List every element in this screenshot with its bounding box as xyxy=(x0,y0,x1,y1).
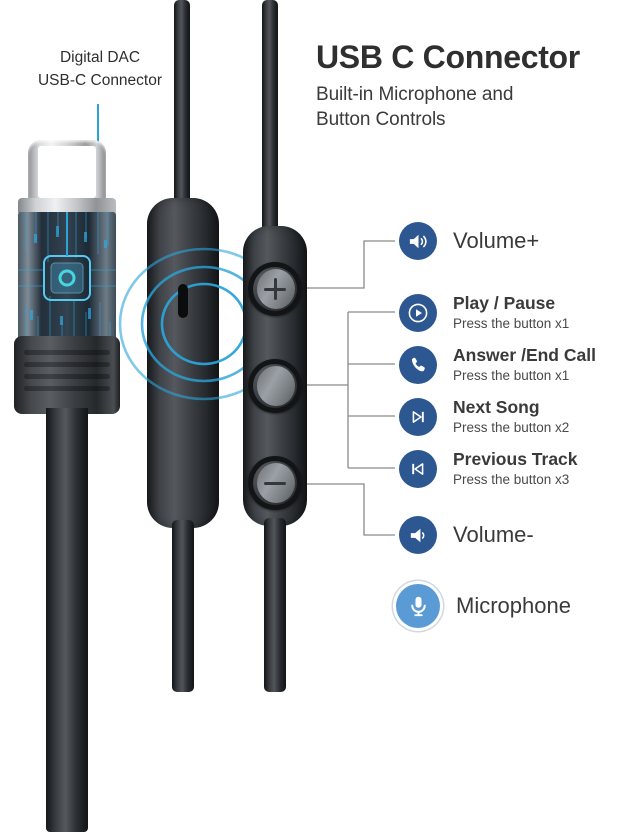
feature-answer-end-call: Answer /End Call Press the button x1 xyxy=(399,345,596,385)
speaker-icon xyxy=(399,516,437,554)
previous-track-icon xyxy=(399,450,437,488)
multifunction-button[interactable] xyxy=(248,359,302,413)
feature-title: Play / Pause xyxy=(453,293,556,313)
usb-c-cable xyxy=(46,408,88,832)
feature-title: Previous Track xyxy=(453,449,578,469)
subtitle-line-1: Built-in Microphone and xyxy=(316,84,514,105)
control-module-lower-cable xyxy=(264,518,286,692)
mic-module-lower-cable xyxy=(172,520,194,692)
volume-up-button[interactable] xyxy=(248,262,302,316)
feature-title: Microphone xyxy=(456,593,571,618)
feature-microphone: Microphone xyxy=(396,584,571,628)
minus-icon-bar xyxy=(264,481,286,485)
feature-volume-down: Volume- xyxy=(399,516,534,554)
microphone-port-slot xyxy=(178,284,188,318)
connector-callout: Digital DAC USB-C Connector xyxy=(10,46,190,92)
control-module-upper-cable xyxy=(262,0,278,238)
feature-subtitle: Press the button x1 xyxy=(453,368,570,383)
phone-icon xyxy=(399,346,437,384)
feature-answer-end-call-text: Answer /End Call Press the button x1 xyxy=(453,345,596,385)
leader-volume-up xyxy=(307,240,395,289)
subtitle-line-2: Button Controls xyxy=(316,109,446,130)
feature-play-pause-text: Play / Pause Press the button x1 xyxy=(453,293,569,333)
page-subtitle: Built-in Microphone and Button Controls xyxy=(316,82,640,132)
volume-down-button[interactable] xyxy=(248,456,302,510)
dac-chip-circuit-graphic xyxy=(18,212,116,340)
usb-c-transparent-body xyxy=(18,212,116,340)
usb-c-collar xyxy=(18,198,116,216)
callout-line-2: USB-C Connector xyxy=(37,72,163,89)
feature-title: Answer /End Call xyxy=(453,345,596,365)
feature-title: Next Song xyxy=(453,397,540,417)
usb-c-metal-tip xyxy=(28,140,106,206)
feature-volume-down-text: Volume- xyxy=(453,522,534,548)
feature-title: Volume+ xyxy=(453,228,540,253)
inline-button-control-module xyxy=(243,226,307,526)
feature-subtitle: Press the button x3 xyxy=(453,472,570,487)
mic-module-upper-cable xyxy=(174,0,190,212)
leader-volume-down xyxy=(307,483,395,536)
feature-subtitle: Press the button x2 xyxy=(453,420,570,435)
infographic-canvas: USB C Connector Built-in Microphone and … xyxy=(6,0,640,832)
inline-microphone-module xyxy=(118,198,290,528)
feature-previous-track-text: Previous Track Press the button x3 xyxy=(453,449,578,489)
feature-volume-up: Volume+ xyxy=(399,222,539,260)
page-title: USB C Connector xyxy=(316,39,580,75)
multifunction-button-face xyxy=(257,366,295,406)
headline-block: USB C Connector Built-in Microphone and … xyxy=(316,38,640,132)
plus-icon-bar-v xyxy=(273,278,277,300)
usb-c-connector xyxy=(6,140,128,832)
speaker-waves-icon xyxy=(399,222,437,260)
next-track-icon xyxy=(399,398,437,436)
feature-next-song: Next Song Press the button x2 xyxy=(399,397,569,437)
callout-line-1: Digital DAC xyxy=(59,49,141,66)
feature-volume-up-text: Volume+ xyxy=(453,228,539,254)
feature-next-song-text: Next Song Press the button x2 xyxy=(453,397,569,437)
feature-subtitle: Press the button x1 xyxy=(453,316,570,331)
usb-c-strain-relief xyxy=(14,336,120,414)
microphone-icon xyxy=(396,584,440,628)
feature-title: Volume- xyxy=(453,522,534,547)
play-circle-icon xyxy=(399,294,437,332)
feature-previous-track: Previous Track Press the button x3 xyxy=(399,449,578,489)
feature-microphone-text: Microphone xyxy=(456,593,571,619)
feature-play-pause: Play / Pause Press the button x1 xyxy=(399,293,569,333)
